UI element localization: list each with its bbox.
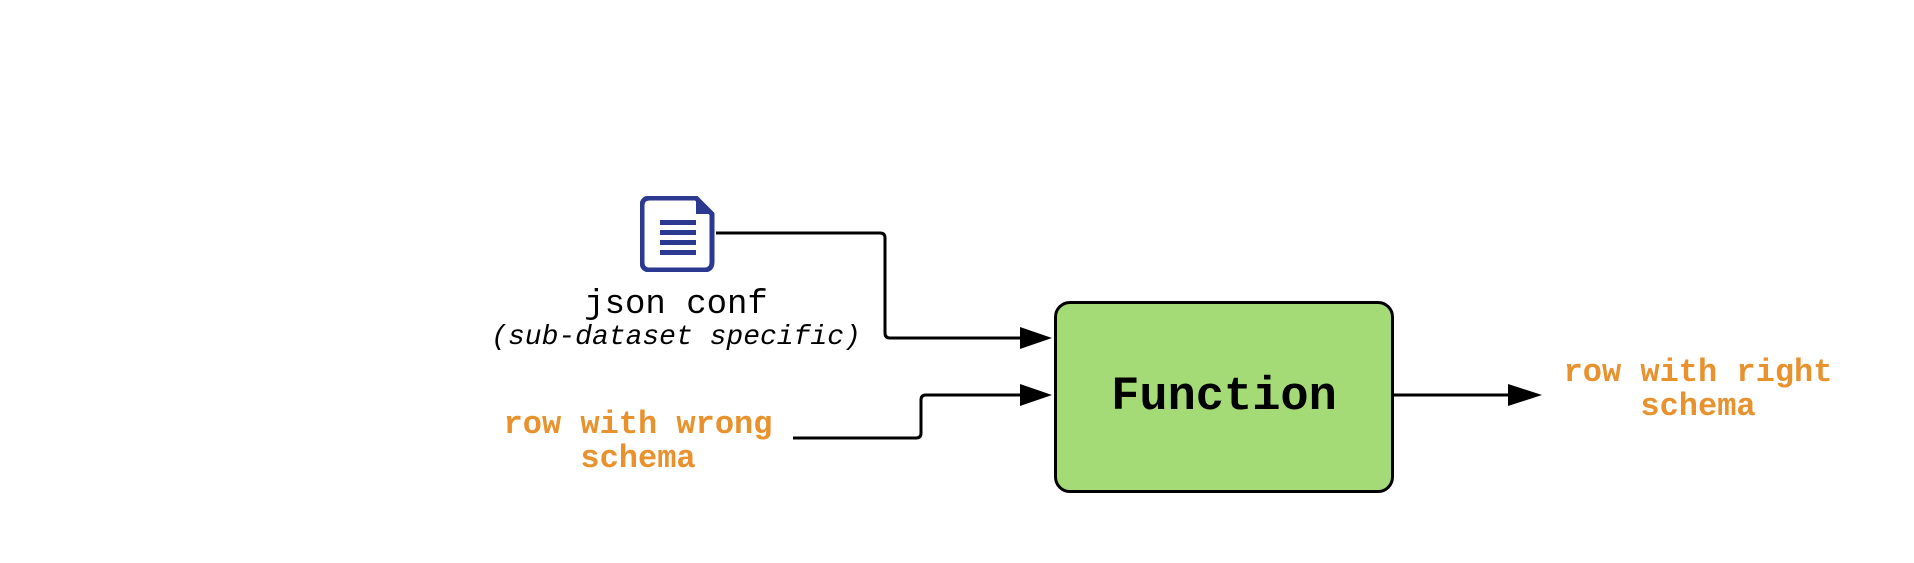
config-arrow — [716, 231, 1020, 340]
config-subtitle: (sub-dataset specific) — [491, 322, 861, 353]
input-arrow — [793, 393, 1020, 440]
config-arrowhead — [1020, 327, 1052, 349]
function-box: Function — [1054, 301, 1394, 493]
output-arrowhead — [1508, 384, 1542, 406]
function-label: Function — [1111, 370, 1337, 424]
input-arrowhead — [1020, 384, 1052, 406]
input-label-line1: row with wrong — [503, 406, 773, 443]
output-label-line2: schema — [1640, 388, 1756, 425]
config-title: json conf — [584, 286, 768, 324]
document-icon — [640, 196, 715, 272]
output-label-line1: row with right — [1563, 354, 1833, 391]
output-label: row with right schema — [1498, 356, 1898, 424]
input-label: row with wrong schema — [438, 408, 838, 476]
input-label-line2: schema — [580, 440, 696, 477]
